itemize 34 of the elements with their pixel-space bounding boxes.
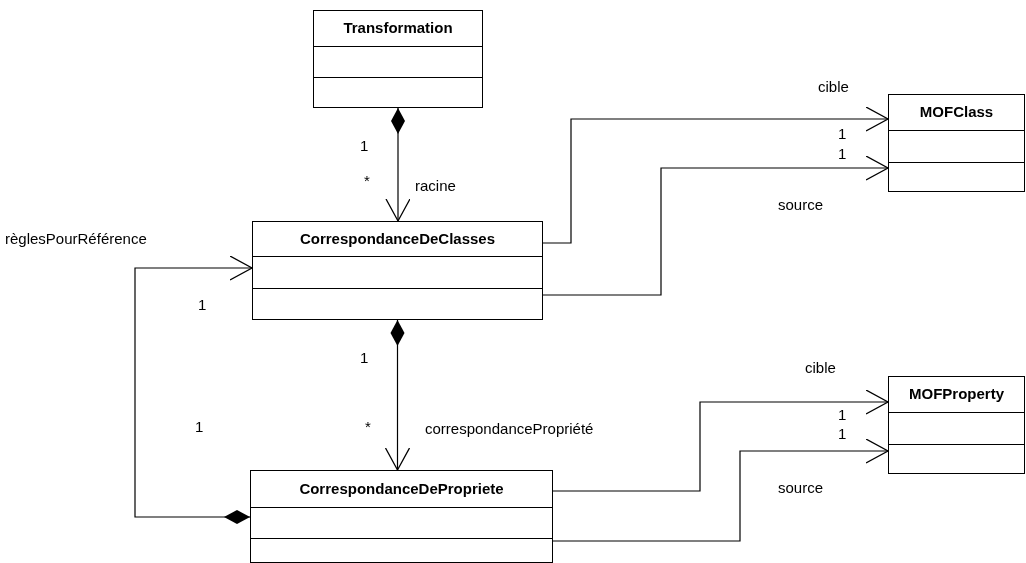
multiplicity-label: 1 (360, 136, 369, 156)
multiplicity-label: * (364, 171, 370, 191)
role-label: cible (818, 77, 849, 97)
association-arrow (542, 106, 889, 244)
class-name: CorrespondanceDeClasses (299, 228, 496, 249)
multiplicity-label: * (365, 417, 371, 437)
multiplicity-label: 1 (838, 124, 847, 144)
class-name: CorrespondanceDePropriete (299, 478, 504, 499)
multiplicity-label: 1 (198, 295, 207, 315)
multiplicity-label: 1 (360, 348, 369, 368)
multiplicity-label: 1 (195, 417, 204, 437)
class-box (888, 94, 1025, 192)
association-arrow (552, 438, 889, 542)
role-label: racine (415, 176, 456, 196)
class-box (313, 10, 483, 108)
multiplicity-label: 1 (838, 405, 847, 425)
composition-arrow (385, 107, 411, 222)
composition-arrow (134, 255, 253, 524)
role-label: source (778, 195, 824, 215)
multiplicity-label: 1 (838, 424, 847, 444)
role-label: source (778, 478, 824, 498)
class-name: Transformation (343, 18, 453, 39)
class-box (888, 376, 1025, 474)
role-label: correspondancePropriété (425, 419, 594, 439)
class-name: MOFClass (919, 102, 994, 123)
class-name: MOFProperty (909, 384, 1004, 405)
association-arrow (552, 389, 889, 492)
class-box (250, 470, 553, 563)
composition-arrow (384, 319, 411, 471)
multiplicity-label: 1 (838, 144, 847, 164)
role-label: cible (805, 358, 836, 378)
association-arrow (542, 155, 889, 296)
role-label: règlesPourRéférence (5, 229, 147, 249)
class-box (252, 221, 543, 320)
